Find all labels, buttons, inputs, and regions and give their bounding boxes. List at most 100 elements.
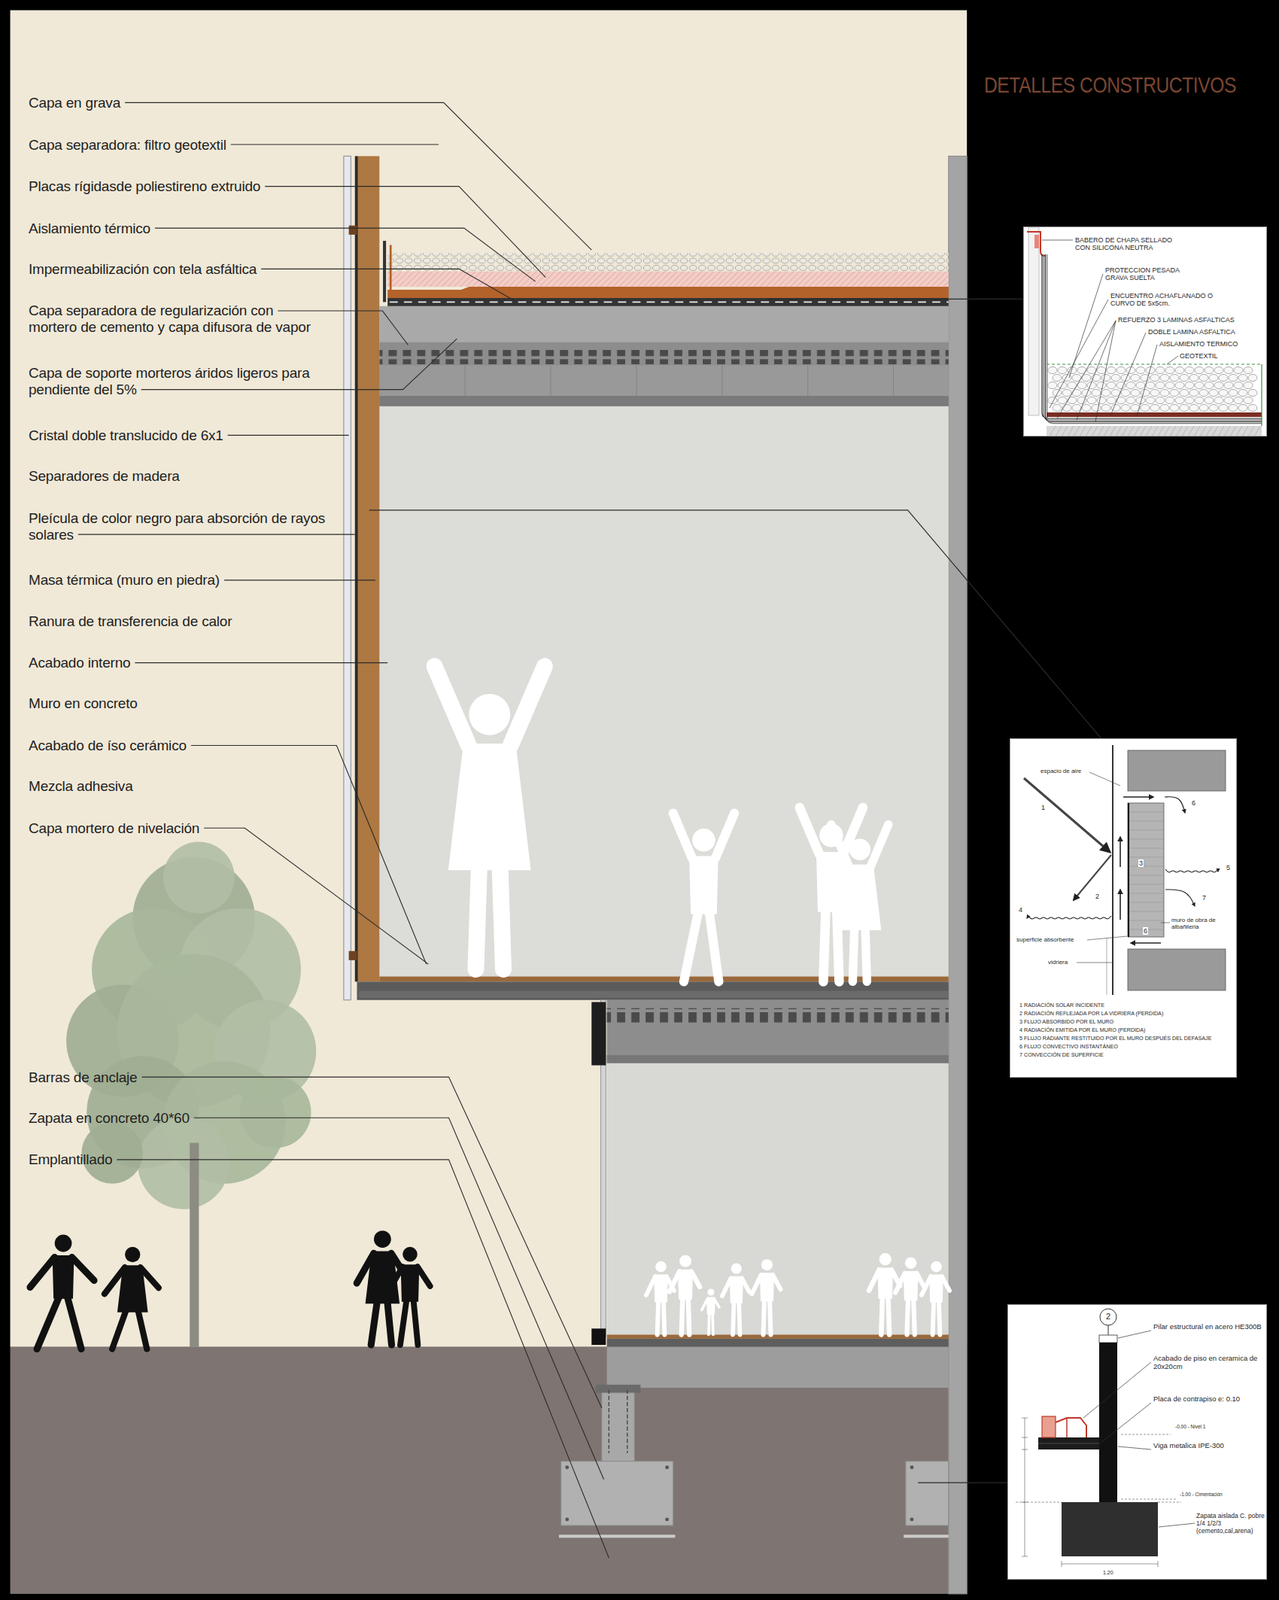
roof-slab bbox=[379, 341, 948, 406]
person-silhouette bbox=[888, 1297, 891, 1335]
callout-text: 1 bbox=[1040, 803, 1046, 812]
detail-drawing bbox=[1121, 1433, 1171, 1435]
person-silhouette bbox=[52, 1254, 75, 1299]
detail-inset: BABERO DE CHAPA SELLADO CON SILICONA NEU… bbox=[1023, 226, 1267, 437]
detail-drawing bbox=[1127, 811, 1164, 813]
leader-line bbox=[141, 1076, 602, 1408]
detail-drawing bbox=[1150, 404, 1160, 411]
detail-drawing bbox=[1157, 1501, 1182, 1503]
callout-text: espacio de aire bbox=[1040, 767, 1094, 775]
detail-drawing bbox=[1155, 396, 1165, 404]
person-silhouette bbox=[66, 1296, 82, 1349]
detail-drawing bbox=[1238, 404, 1248, 411]
detail-drawing bbox=[1048, 366, 1058, 374]
callout-text: 6 bbox=[1142, 926, 1149, 935]
person-silhouette bbox=[417, 1266, 431, 1286]
person-silhouette bbox=[30, 1234, 95, 1349]
detail-drawing bbox=[1123, 795, 1154, 798]
person-silhouette bbox=[916, 1272, 925, 1289]
person-silhouette bbox=[140, 1266, 159, 1288]
detail-drawing bbox=[1218, 425, 1225, 436]
detail-drawing bbox=[1165, 381, 1175, 389]
person-silhouette bbox=[499, 842, 504, 970]
person-silhouette bbox=[709, 911, 720, 982]
part-label: Barras de anclaje bbox=[28, 1069, 137, 1086]
detail-drawing bbox=[1140, 388, 1150, 396]
detail-drawing bbox=[1117, 1330, 1152, 1338]
detail-drawing bbox=[1187, 425, 1194, 436]
detail-drawing bbox=[1042, 240, 1073, 241]
person-silhouette bbox=[402, 1246, 418, 1262]
detail-drawing bbox=[1145, 425, 1152, 436]
person-silhouette bbox=[799, 807, 820, 854]
detail-drawing bbox=[1179, 373, 1189, 381]
part-label: Masa térmica (muro en piedra) bbox=[28, 571, 220, 589]
callout-text: AISLAMIENTO TERMICO bbox=[1159, 340, 1238, 348]
detail-drawing bbox=[1155, 366, 1165, 374]
ground bbox=[10, 1346, 968, 1594]
detail-drawing bbox=[1111, 373, 1121, 381]
detail-drawing bbox=[1224, 396, 1234, 404]
roof-slab bbox=[379, 341, 948, 406]
detail-drawing bbox=[1091, 425, 1098, 436]
detail-drawing bbox=[1047, 254, 1262, 424]
detail-drawing bbox=[1145, 381, 1155, 389]
callout-text: 1.20 bbox=[1102, 1569, 1114, 1576]
person-silhouette bbox=[692, 828, 716, 852]
foundation bbox=[665, 1516, 669, 1521]
person-silhouette bbox=[701, 1298, 708, 1310]
callout-text: BABERO DE CHAPA SELLADO CON SILICONA NEU… bbox=[1075, 236, 1188, 253]
leader-line bbox=[78, 534, 356, 535]
detail-drawing bbox=[1101, 404, 1111, 411]
part-label: Pleícula de color negro para absorción d… bbox=[28, 510, 338, 544]
upper-room bbox=[379, 406, 948, 982]
detail-drawing bbox=[1127, 847, 1164, 849]
detail-drawing bbox=[1077, 381, 1087, 389]
person-silhouette bbox=[941, 1275, 950, 1291]
callout-text: REFUERZO 3 LAMINAS ASFALTICAS bbox=[1117, 315, 1261, 324]
detail-drawing bbox=[1136, 344, 1158, 417]
person-silhouette bbox=[681, 1297, 684, 1335]
detail-drawing bbox=[1136, 381, 1146, 389]
page-title: DETALLES CONSTRUCTIVOS bbox=[984, 72, 1237, 98]
foundation bbox=[903, 1534, 949, 1538]
detail-drawing bbox=[1097, 425, 1104, 436]
person-silhouette bbox=[870, 824, 889, 867]
callout-text: 4 RADIACIÓN EMITIDA POR EL MURO (PERDIDA… bbox=[1019, 1026, 1235, 1033]
detail-drawing bbox=[1023, 744, 1226, 995]
callout-text: 2 bbox=[1094, 892, 1100, 900]
callout-text: DOBLE LAMINA ASFALTICA bbox=[1148, 328, 1236, 336]
detail-drawing bbox=[1200, 425, 1207, 436]
person-silhouette bbox=[831, 824, 889, 982]
person-silhouette bbox=[356, 1252, 374, 1283]
detail-drawing bbox=[1214, 396, 1224, 404]
concrete-wall bbox=[948, 155, 967, 1593]
person-silhouette bbox=[663, 1300, 665, 1335]
detail-drawing bbox=[1204, 366, 1214, 374]
detail-drawing bbox=[1150, 373, 1160, 381]
detail-drawing bbox=[1101, 373, 1111, 381]
person-silhouette bbox=[386, 1291, 392, 1345]
detail-drawing bbox=[1233, 381, 1243, 389]
lower-room bbox=[607, 1338, 949, 1347]
detail-drawing bbox=[1061, 1563, 1158, 1565]
detail-drawing bbox=[1085, 425, 1092, 436]
detail-drawing bbox=[1175, 366, 1185, 374]
leader-line bbox=[261, 268, 516, 301]
tree bbox=[66, 841, 316, 1347]
person-silhouette bbox=[836, 908, 839, 982]
lower-room bbox=[591, 1327, 606, 1345]
detail-drawing bbox=[1101, 388, 1111, 396]
detail-drawing bbox=[1224, 366, 1234, 374]
detail-drawing bbox=[1026, 231, 1046, 256]
person-silhouette bbox=[738, 1301, 740, 1335]
part-label: Capa de soporte morteros áridos ligeros … bbox=[28, 364, 341, 398]
lower-room bbox=[607, 1008, 949, 1023]
detail-drawing bbox=[1091, 388, 1101, 396]
person-silhouette bbox=[434, 665, 545, 970]
lower-room bbox=[607, 1063, 949, 1335]
people bbox=[30, 665, 950, 1349]
detail-drawing bbox=[1145, 396, 1155, 404]
person-silhouette bbox=[879, 1252, 892, 1265]
detail-drawing bbox=[1193, 425, 1201, 436]
